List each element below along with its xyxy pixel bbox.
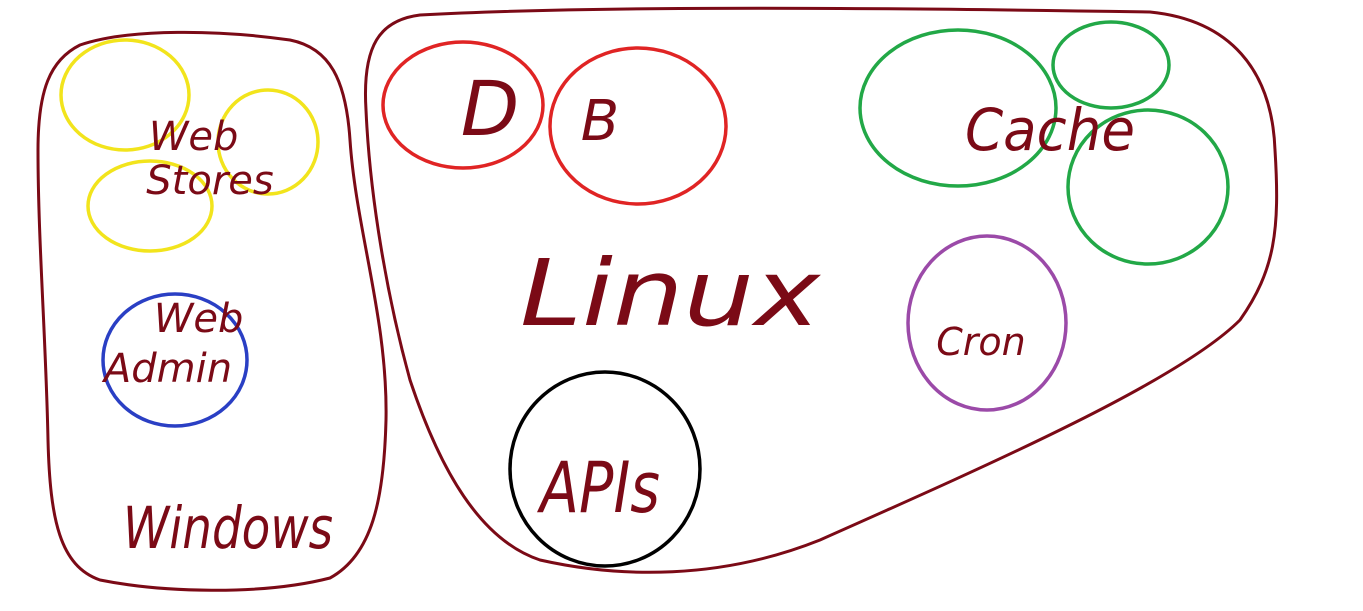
db-label-right: B bbox=[581, 89, 619, 154]
cron-cluster: Cron bbox=[906, 234, 1068, 412]
windows-outline bbox=[36, 30, 388, 592]
windows-region: Web Stores Web Admin Windows bbox=[36, 30, 388, 592]
cache-label: Cache bbox=[965, 96, 1135, 164]
web-stores-circle-3 bbox=[86, 159, 214, 253]
apis-cluster: APIs bbox=[508, 370, 702, 568]
cache-cluster: Cache bbox=[858, 20, 1230, 266]
db-label-left: D bbox=[461, 64, 520, 153]
windows-label: Windows bbox=[123, 494, 333, 562]
web-admin-cluster: Web Admin bbox=[101, 292, 256, 428]
cron-circle bbox=[906, 234, 1068, 412]
linux-region: D B Cache Cron Linux APIs bbox=[363, 6, 1279, 574]
cache-circle-small bbox=[1051, 20, 1171, 110]
db-circle-right bbox=[548, 46, 728, 206]
db-circle-left bbox=[381, 40, 545, 170]
db-cluster: D B bbox=[381, 40, 728, 206]
web-admin-label-line-2: Admin bbox=[101, 346, 232, 392]
apis-circle bbox=[508, 370, 702, 568]
cache-circle-large bbox=[858, 28, 1058, 188]
web-admin-circle bbox=[101, 292, 249, 428]
web-stores-cluster: Web Stores bbox=[59, 38, 320, 253]
apis-label: APIs bbox=[537, 447, 660, 529]
web-stores-label: Web Stores bbox=[146, 114, 273, 204]
web-admin-label: Web Admin bbox=[101, 296, 256, 392]
web-stores-circle-2 bbox=[216, 88, 320, 196]
web-stores-circle-1 bbox=[59, 38, 191, 152]
linux-outline bbox=[363, 6, 1279, 574]
web-stores-label-line-2: Stores bbox=[146, 158, 273, 204]
cache-circle-right bbox=[1066, 108, 1230, 266]
web-admin-label-line-1: Web bbox=[154, 296, 244, 342]
web-stores-label-line-1: Web bbox=[149, 114, 239, 160]
linux-label: Linux bbox=[520, 240, 822, 347]
cron-label: Cron bbox=[936, 320, 1026, 364]
